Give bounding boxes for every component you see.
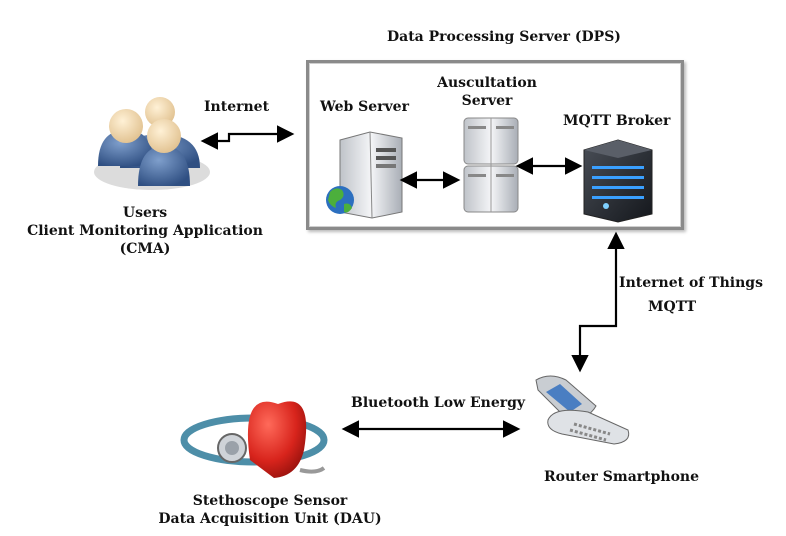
internet-arrow bbox=[200, 125, 295, 150]
users-label-line2: Client Monitoring Application bbox=[27, 223, 263, 239]
users-icon bbox=[94, 97, 210, 190]
auscultation-server-icon bbox=[463, 117, 519, 213]
dau-label: Stethoscope Sensor Data Acquisition Unit… bbox=[140, 492, 400, 528]
mqtt-broker-icon bbox=[583, 139, 653, 223]
web-server-icon bbox=[339, 131, 403, 219]
stethoscope-heart-icon bbox=[180, 401, 328, 478]
users-label-line1: Users bbox=[122, 205, 168, 221]
auscultation-server-label: Auscultation Server bbox=[432, 74, 542, 110]
users-label-line3: (CMA) bbox=[119, 241, 171, 257]
ble-label: Bluetooth Low Energy bbox=[351, 395, 526, 411]
dps-title: Data Processing Server (DPS) bbox=[387, 29, 621, 45]
web-server-label: Web Server bbox=[320, 99, 409, 115]
internet-label: Internet bbox=[204, 99, 270, 115]
dau-label-line1: Stethoscope Sensor bbox=[192, 493, 348, 509]
mqtt-broker-label: MQTT Broker bbox=[563, 113, 671, 129]
iot-label-line2: MQTT bbox=[648, 299, 697, 315]
users-label: Users Client Monitoring Application (CMA… bbox=[20, 204, 270, 258]
iot-label: Internet of Things MQTT bbox=[616, 274, 766, 316]
dps-box bbox=[306, 60, 684, 230]
globe-icon bbox=[326, 186, 354, 214]
dau-label-line2: Data Acquisition Unit (DAU) bbox=[158, 511, 382, 527]
smartphone-icon bbox=[535, 375, 630, 445]
iot-label-line1: Internet of Things bbox=[619, 275, 763, 291]
auscultation-server-label-line2: Server bbox=[461, 93, 513, 109]
auscultation-server-label-line1: Auscultation bbox=[437, 75, 537, 91]
iot-arrow bbox=[571, 231, 625, 373]
router-label: Router Smartphone bbox=[544, 469, 700, 485]
